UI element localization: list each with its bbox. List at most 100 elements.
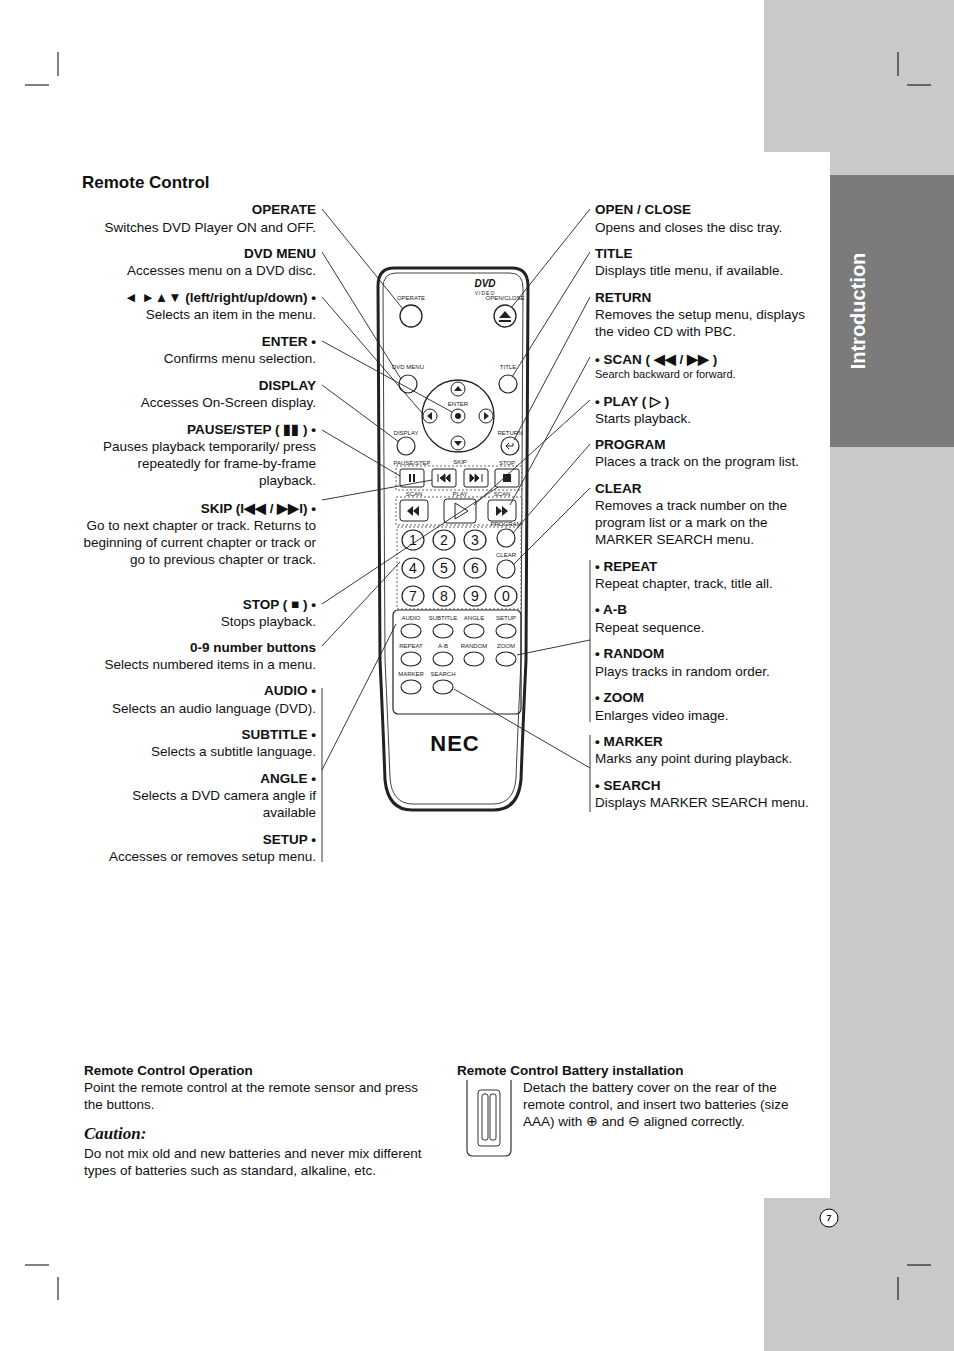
number-key-label: 7 xyxy=(403,587,423,605)
brand-logo: NEC xyxy=(410,732,500,756)
callout-text: Repeat chapter, track, title all. xyxy=(595,575,827,592)
button-label: SCAN xyxy=(399,490,429,498)
button-label: TITLE xyxy=(488,363,528,371)
callout-text: Pauses playback temporarily/ press repea… xyxy=(80,438,316,489)
callout-heading: CLEAR xyxy=(595,480,825,497)
button-label: RETURN xyxy=(490,429,530,437)
number-key-label: 4 xyxy=(403,559,423,577)
callout-text: Do not mix old and new batteries and nev… xyxy=(84,1145,434,1179)
callout-text: Accesses or removes setup menu. xyxy=(56,848,316,865)
callout-text: Removes a track number on the program li… xyxy=(595,497,823,548)
callout-heading: SUBTITLE • xyxy=(76,726,316,743)
callout-heading: 0-9 number buttons xyxy=(76,639,316,656)
number-key-label: 5 xyxy=(434,559,454,577)
leader-lines xyxy=(322,209,590,862)
dvd-logo: DVD xyxy=(465,278,505,289)
button-label: ENTER xyxy=(443,400,473,408)
number-key-label: 2 xyxy=(434,531,454,549)
callout-heading: • ZOOM xyxy=(595,689,825,706)
callout-text: Accesses On-Screen display. xyxy=(56,394,316,411)
side-band xyxy=(830,0,954,1351)
callout-heading: • MARKER xyxy=(595,733,825,750)
callout-text: Removes the setup menu, displays the vid… xyxy=(595,306,827,340)
callout-text: Point the remote control at the remote s… xyxy=(84,1079,429,1113)
side-band xyxy=(764,1198,954,1351)
button-label: PAUSE/STEP xyxy=(392,459,432,467)
button-label: REPEAT xyxy=(395,642,427,650)
callout-heading: • A-B xyxy=(595,601,825,618)
callout-heading: ENTER • xyxy=(76,333,316,350)
callout-heading: AUDIO • xyxy=(76,682,316,699)
callout-heading: PROGRAM xyxy=(595,436,825,453)
callout-text: Selects an audio language (DVD). xyxy=(56,700,316,717)
callout-text: Starts playback. xyxy=(595,410,827,427)
callout-heading: ANGLE • xyxy=(76,770,316,787)
number-key-label: 8 xyxy=(434,587,454,605)
remote-control xyxy=(378,268,528,810)
callout-heading: • PLAY ( ▷ ) xyxy=(595,393,825,410)
button-label: OPERATE xyxy=(391,294,431,302)
callout-text: Selects a DVD camera angle if available xyxy=(114,787,316,821)
crop-marks xyxy=(25,52,931,1300)
page-heading: Remote Control xyxy=(82,173,210,193)
button-label: RANDOM xyxy=(458,642,490,650)
button-label: PROGRAM xyxy=(488,520,524,528)
callout-heading: • SCAN ( ◀◀ / ▶▶ ) xyxy=(595,351,825,368)
button-label: SUBTITLE xyxy=(427,614,459,622)
callout-text: Places a track on the program list. xyxy=(595,453,827,470)
callout-text: Marks any point during playback. xyxy=(595,750,827,767)
button-label: PLAY xyxy=(445,490,475,498)
callout-text: Go to next chapter or track. Returns to … xyxy=(82,517,316,568)
callout-note: Search backward or forward. xyxy=(595,367,827,381)
button-label: OPEN/CLOSE xyxy=(480,294,530,302)
callout-heading: DVD MENU xyxy=(76,245,316,262)
callout-heading: SETUP • xyxy=(76,831,316,848)
button-label: A-B xyxy=(427,642,459,650)
callout-heading: SKIP (I◀◀ / ▶▶I) • xyxy=(76,500,316,517)
section-tab-label: Introduction xyxy=(846,201,870,421)
callout-heading: Remote Control Battery installation xyxy=(457,1062,817,1079)
number-key-label: 3 xyxy=(465,531,485,549)
button-label: MARKER xyxy=(395,670,427,678)
callout-text: Plays tracks in random order. xyxy=(595,663,827,680)
callout-text: Repeat sequence. xyxy=(595,619,827,636)
callout-text: Selects numbered items in a menu. xyxy=(56,656,316,673)
button-label: ZOOM xyxy=(490,642,522,650)
callout-text: Displays MARKER SEARCH menu. xyxy=(595,794,827,811)
callout-heading: DISPLAY xyxy=(76,377,316,394)
button-label: SCAN xyxy=(487,490,517,498)
page-number-circle xyxy=(820,1209,838,1227)
caution-heading: Caution: xyxy=(84,1124,284,1144)
section-tab xyxy=(830,175,954,447)
callout-text: Opens and closes the disc tray. xyxy=(595,219,827,236)
number-key-label: 9 xyxy=(465,587,485,605)
callout-text: Accesses menu on a DVD disc. xyxy=(56,262,316,279)
callout-text: Confirms menu selection. xyxy=(56,350,316,367)
button-label: SEARCH xyxy=(427,670,459,678)
page-number: 7 xyxy=(820,1209,838,1227)
callout-heading: OPERATE xyxy=(76,201,316,218)
callout-text: Selects an item in the menu. xyxy=(56,306,316,323)
callout-text: Detach the battery cover on the rear of … xyxy=(523,1079,808,1130)
callout-text: Switches DVD Player ON and OFF. xyxy=(56,219,316,236)
callout-heading: STOP ( ■ ) • xyxy=(76,596,316,613)
callout-heading: Remote Control Operation xyxy=(84,1062,444,1079)
button-label: AUDIO xyxy=(395,614,427,622)
number-key-label: 1 xyxy=(403,531,423,549)
callout-heading: OPEN / CLOSE xyxy=(595,201,825,218)
number-key-label: 0 xyxy=(496,587,516,605)
button-label: CLEAR xyxy=(489,551,523,559)
callout-heading: • RANDOM xyxy=(595,645,825,662)
button-label: STOP xyxy=(492,459,522,467)
callout-text: Stops playback. xyxy=(76,613,316,630)
callout-heading: TITLE xyxy=(595,245,825,262)
button-label: DISPLAY xyxy=(386,429,426,437)
callout-text: Displays title menu, if available. xyxy=(595,262,827,279)
number-key-label: 6 xyxy=(465,559,485,577)
button-label: ANGLE xyxy=(458,614,490,622)
button-label: SKIP xyxy=(445,458,475,466)
battery-illustration xyxy=(467,1080,511,1156)
button-label: DVD MENU xyxy=(388,363,428,371)
callout-heading: RETURN xyxy=(595,289,825,306)
callout-heading: PAUSE/STEP ( ▮▮ ) • xyxy=(76,421,316,438)
